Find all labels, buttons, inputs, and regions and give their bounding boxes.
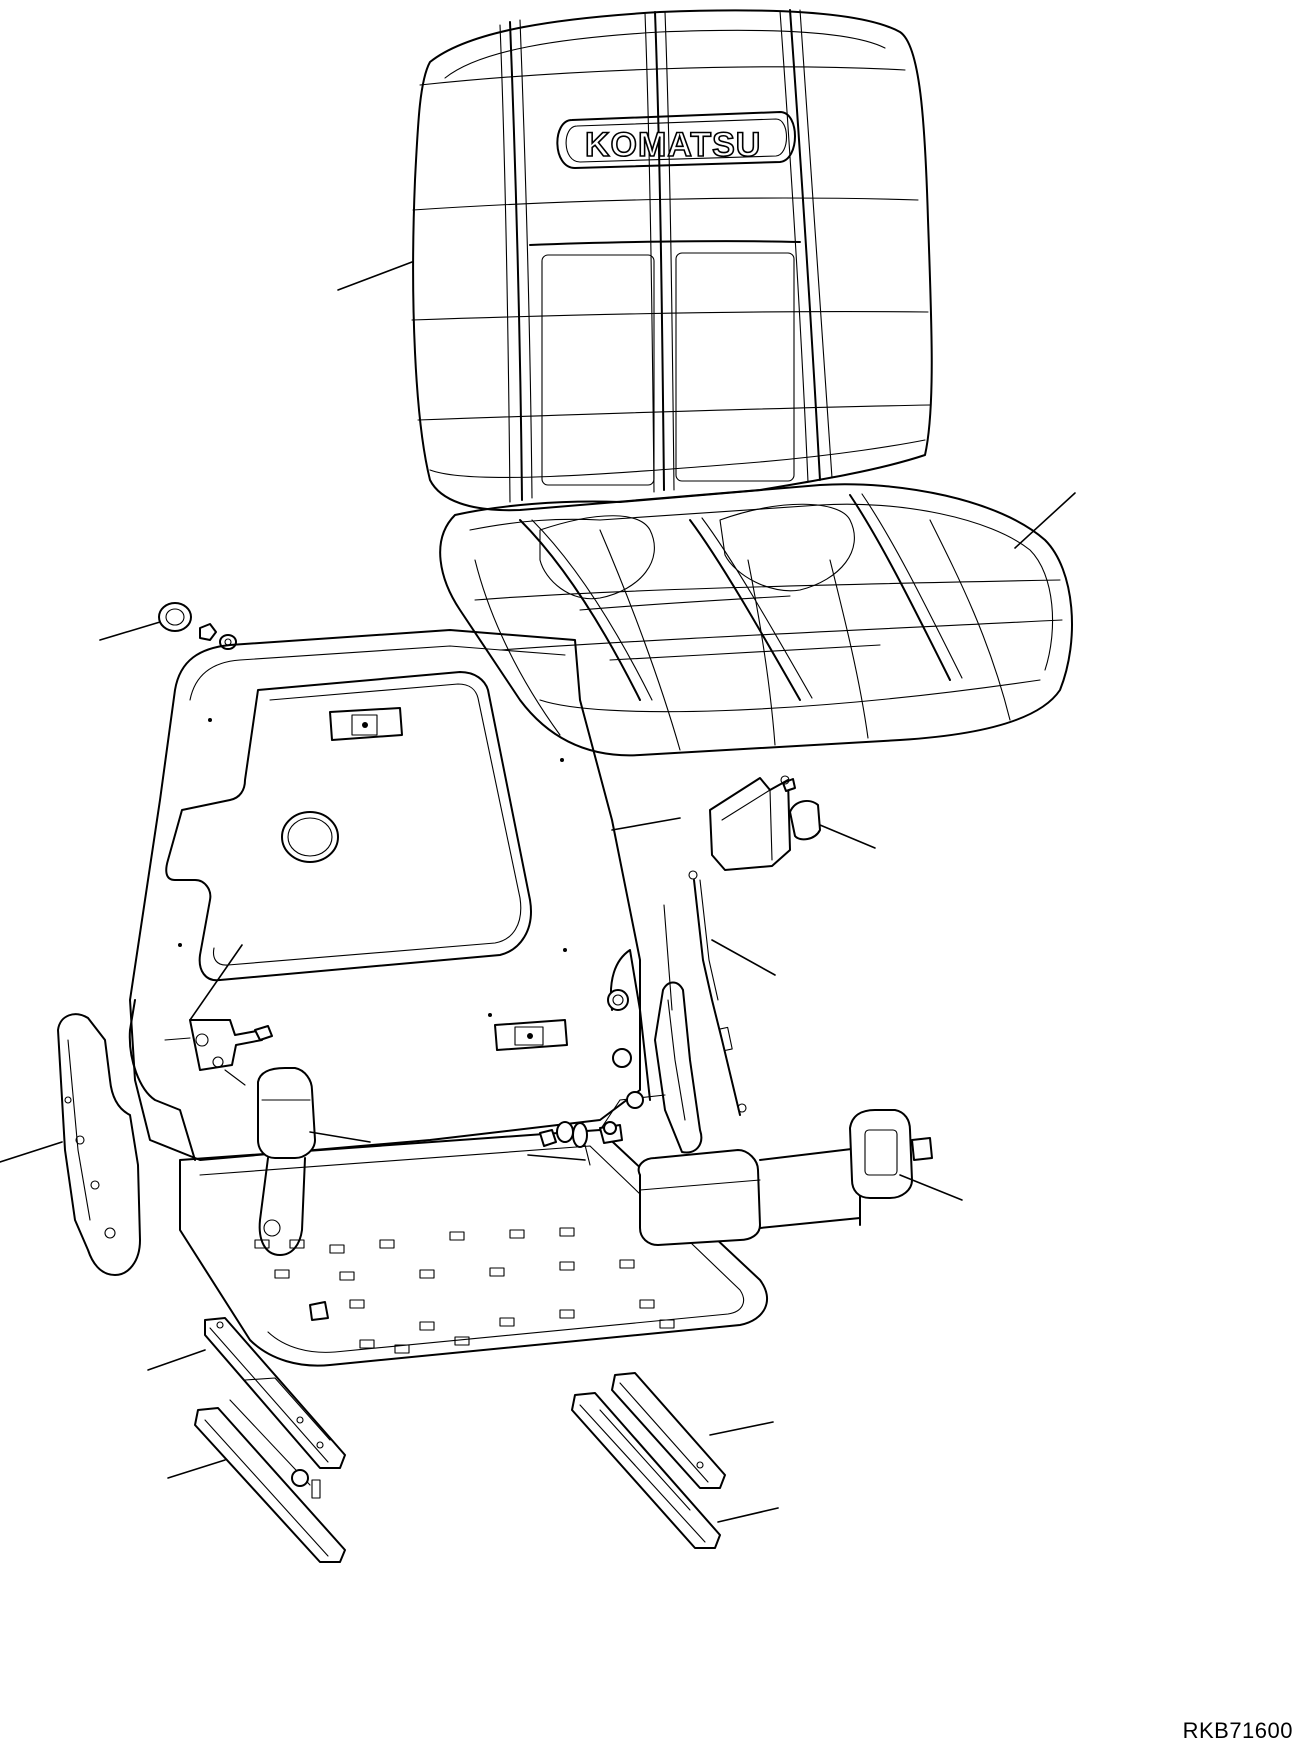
side-bracket (57, 1013, 141, 1276)
seat-frame (128, 629, 769, 1367)
komatsu-logo: KOMATSU (556, 111, 796, 169)
leader-seat-bottom (1014, 492, 1076, 549)
leader-seat-back (337, 261, 413, 291)
leader-control-cable (711, 939, 776, 976)
slide-rail-left-upper (204, 1317, 346, 1469)
leader-buckle (309, 1131, 371, 1143)
leader-cap-nut (99, 621, 161, 641)
logo-text: KOMATSU (585, 126, 761, 164)
leader-cushion-link (611, 817, 681, 831)
leader-lines (0, 261, 1076, 1523)
control-cable (688, 870, 747, 1116)
recline-lever-right (654, 904, 703, 1154)
buckle-bracket (709, 775, 821, 871)
leader-side-bracket (0, 1141, 63, 1163)
seat-belt (637, 1109, 933, 1246)
leader-seat-belt (899, 1174, 963, 1201)
leader-recline-lever (189, 944, 243, 1021)
drawing-code: RKB71600 (1182, 1718, 1293, 1743)
slide-rail-right-lower (571, 1392, 721, 1549)
right-side-mechanism (539, 949, 651, 1166)
leader-rail-right-upper (709, 1421, 774, 1436)
leader-rail-left-upper (147, 1349, 206, 1371)
cap-nut (158, 602, 192, 632)
leader-rail-left-lower (167, 1459, 226, 1479)
seat-bottom-cushion (439, 483, 1073, 757)
leader-washer (527, 1154, 586, 1161)
recline-lever (164, 1019, 273, 1086)
slide-rail-left-lower (194, 1377, 346, 1563)
leader-rail-right-lower (717, 1507, 779, 1523)
seat-back-cushion: KOMATSU (411, 9, 933, 512)
leader-buckle-bracket (819, 824, 876, 849)
slide-rail-right-upper (611, 1372, 726, 1489)
buckle (257, 1067, 316, 1256)
